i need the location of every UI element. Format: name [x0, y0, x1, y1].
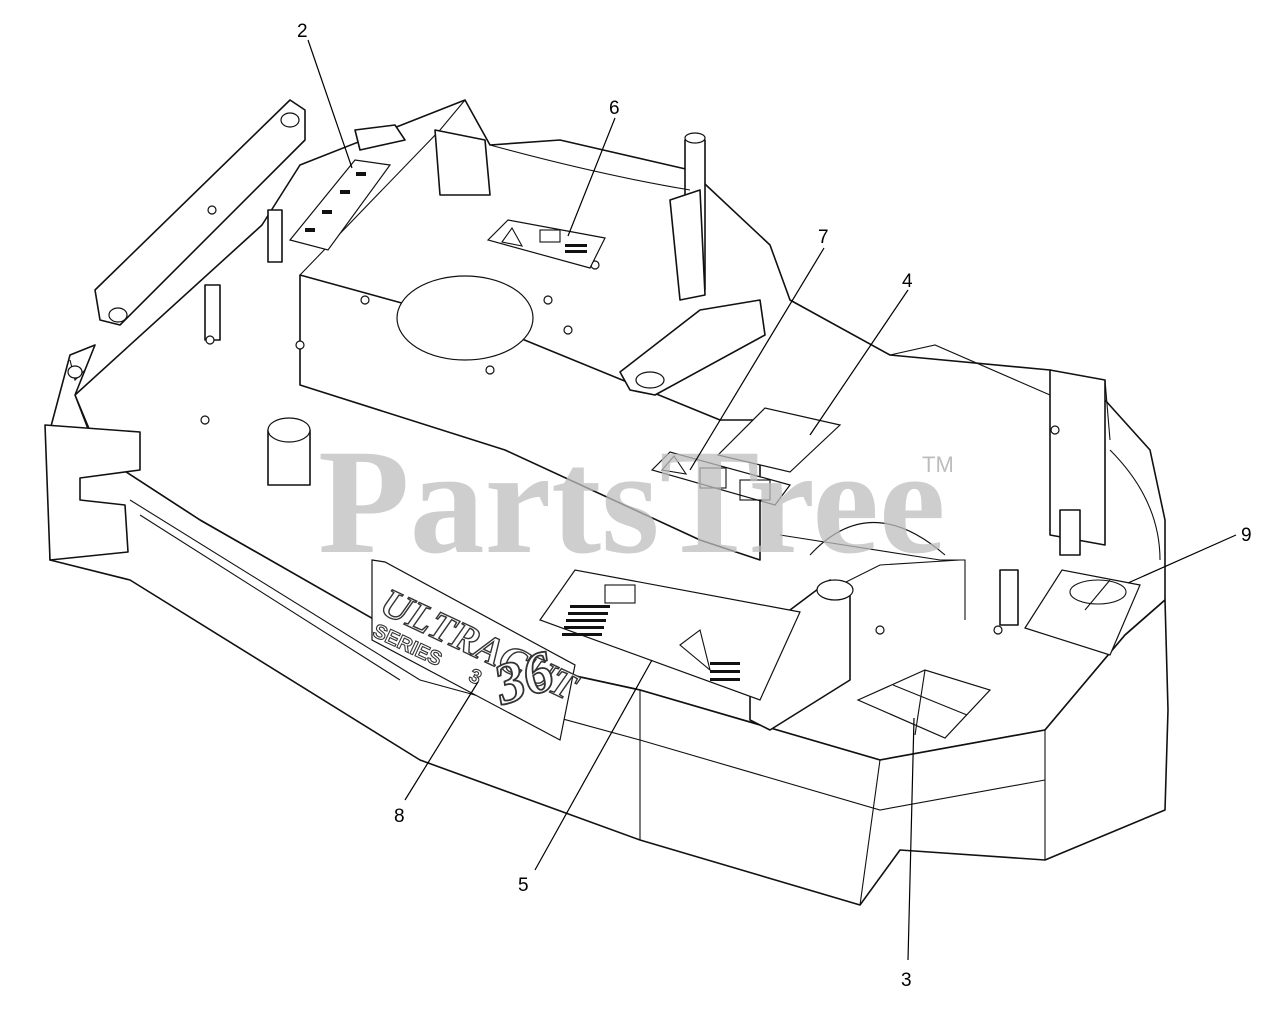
callout-leaders	[307, 39, 1237, 961]
leader-7	[689, 247, 825, 471]
callout-5: 5	[518, 875, 529, 896]
callout-6: 6	[609, 98, 620, 119]
callout-2: 2	[297, 21, 308, 42]
rear-bracket	[44, 424, 141, 561]
callout-3: 3	[901, 970, 912, 991]
left-rail	[94, 99, 306, 326]
decals	[288, 159, 1141, 739]
leader-6	[567, 117, 616, 237]
leader-9	[1127, 534, 1237, 584]
idler-arm	[619, 299, 766, 396]
leader-3	[907, 717, 915, 961]
mower-deck	[44, 99, 1169, 906]
watermark: PartsTree TM	[318, 419, 954, 585]
decal-4	[716, 407, 842, 473]
callout-7: 7	[818, 227, 829, 248]
leader-4	[809, 289, 909, 436]
watermark-trademark: TM	[922, 452, 954, 477]
decal-9	[1024, 569, 1141, 656]
decal-2	[288, 159, 392, 251]
callout-4: 4	[902, 271, 913, 292]
right-handle	[1059, 509, 1081, 556]
leader-5	[534, 659, 653, 871]
logo-plate	[371, 559, 576, 741]
callout-9: 9	[1241, 525, 1252, 546]
callout-labels: 2 6 7 4 9 8 5 3	[297, 21, 1252, 991]
leader-8	[404, 681, 479, 801]
watermark-text: PartsTree	[318, 419, 945, 585]
rear-fin-left	[434, 129, 491, 196]
rear-fin-right	[1049, 369, 1106, 546]
spindle-opening-left	[396, 275, 534, 361]
leader-2	[307, 39, 353, 169]
decal-6	[486, 219, 606, 269]
mounting-holes	[200, 205, 1060, 635]
spindle-opening-right	[809, 521, 946, 556]
callout-8: 8	[394, 806, 405, 827]
decal-7	[650, 451, 792, 506]
